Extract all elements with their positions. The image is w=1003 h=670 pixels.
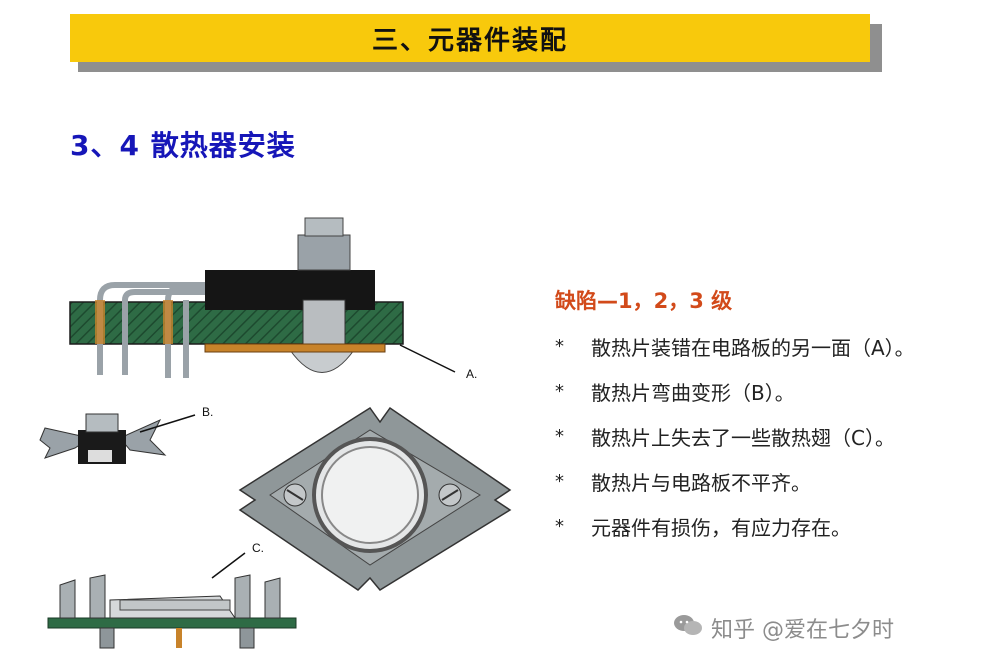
figure-heatsink-top-view: [238, 406, 512, 591]
bullet: *: [555, 381, 564, 402]
bullet: *: [555, 426, 564, 447]
wechat-icon: [673, 613, 703, 643]
bullet: *: [555, 336, 564, 357]
figure-c-missing-fins: C.: [47, 541, 297, 649]
bullet: *: [555, 516, 564, 537]
pointer-a: [399, 344, 456, 373]
label-a: A.: [466, 367, 477, 381]
defect-text: 散热片弯曲变形（B）。: [591, 381, 795, 405]
slot-b: [88, 450, 112, 462]
label-b: B.: [202, 405, 213, 419]
defect-list: * 散热片装错在电路板的另一面（A）。 * 散热片弯曲变形（B）。 * 散热片上失去了…: [555, 324, 915, 549]
pointer-b: [139, 414, 196, 433]
figure-b-bent: B.: [39, 405, 213, 464]
component-leads-2: [165, 285, 205, 378]
defect-text: 散热片装错在电路板的另一面（A）。: [591, 336, 915, 360]
list-item: * 散热片弯曲变形（B）。: [555, 369, 915, 414]
bent-fins-right: [119, 418, 167, 456]
nut: [297, 234, 351, 271]
bullet: *: [555, 471, 564, 492]
component-leads: [97, 282, 205, 375]
list-item: * 散热片与电路板不平齐。: [555, 459, 915, 504]
list-item: * 元器件有损伤，有应力存在。: [555, 504, 915, 549]
heatsink-misplaced: [204, 343, 386, 353]
defect-heading: 缺陷—1，2，3 级: [555, 289, 733, 313]
fins-c: [59, 574, 281, 619]
list-item: * 散热片装错在电路板的另一面（A）。: [555, 324, 915, 369]
label-c: C.: [252, 541, 264, 555]
watermark-text: 知乎 @爱在七夕时: [711, 618, 894, 643]
bolt-head: [304, 217, 344, 237]
watermark: 知乎 @爱在七夕时: [673, 612, 894, 644]
list-item: * 散热片上失去了一些散热翅（C）。: [555, 414, 915, 459]
screw-shaft: [302, 299, 346, 351]
figure-a-side-view: A.: [69, 217, 477, 381]
defect-text: 散热片与电路板不平齐。: [591, 471, 811, 495]
pcb-c: [47, 617, 297, 629]
washer-nut: [289, 349, 355, 373]
banner-title: 三、元器件装配: [371, 25, 568, 56]
defect-text: 散热片上失去了一些散热翅（C）。: [591, 426, 895, 450]
bolt-b: [85, 413, 119, 433]
defect-text: 元器件有损伤，有应力存在。: [591, 516, 851, 540]
page-banner: 三、元器件装配: [70, 14, 870, 62]
pointer-c: [211, 552, 246, 579]
component-body: [205, 270, 375, 310]
section-title: 3、4 散热器安装: [70, 129, 296, 162]
